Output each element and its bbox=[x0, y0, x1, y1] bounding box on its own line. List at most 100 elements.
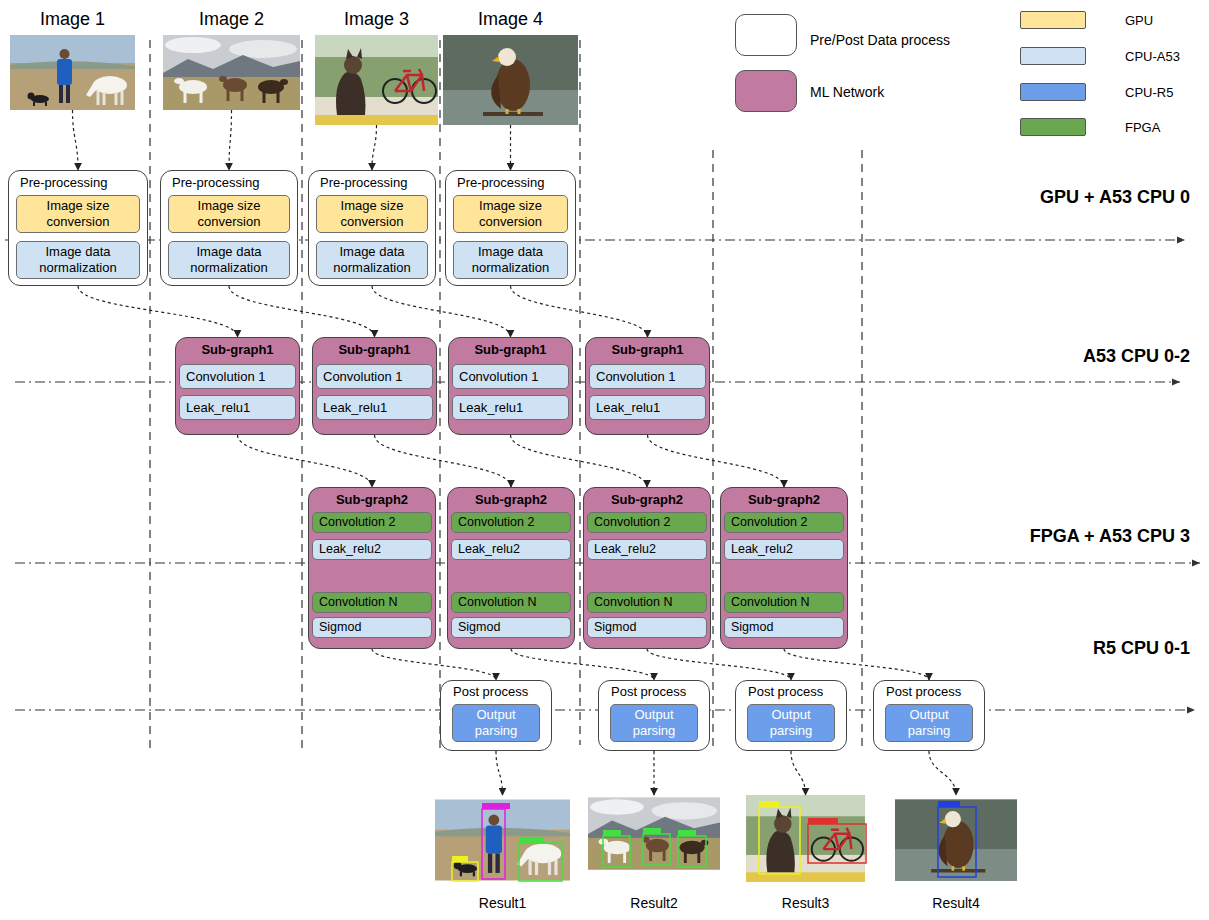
preprocess-box: Pre-processingImage size conversionImage… bbox=[8, 170, 148, 286]
bbox-tag bbox=[603, 830, 621, 836]
detection-boxes bbox=[452, 807, 976, 881]
result-photo bbox=[746, 795, 865, 882]
preprocess-box: Pre-processingImage size conversionImage… bbox=[160, 170, 298, 286]
lane-label: A53 CPU 0-2 bbox=[1083, 345, 1190, 367]
step-label: Image size conversion bbox=[23, 198, 133, 230]
cpu-layer: Leak_relu2 bbox=[312, 539, 432, 560]
bbox-tag bbox=[482, 803, 510, 809]
step-label: Leak_relu1 bbox=[186, 400, 250, 416]
bbox-tag bbox=[759, 801, 779, 807]
input-image: Image 2 bbox=[163, 8, 300, 110]
result-image: Result4 bbox=[895, 795, 1017, 912]
step-label: Image size conversion bbox=[175, 198, 283, 230]
postprocess-box: Post processOutput parsing bbox=[440, 680, 552, 751]
step-label: Leak_relu2 bbox=[594, 542, 656, 557]
step-label: Output parsing bbox=[754, 707, 828, 739]
step-label: Leak_relu2 bbox=[458, 542, 520, 557]
stage-dividers bbox=[150, 40, 862, 750]
dataflow-arrow bbox=[73, 110, 79, 170]
photo-slot bbox=[315, 35, 438, 125]
fpga-layer: Convolution 2 bbox=[587, 512, 707, 533]
step-label: Convolution 1 bbox=[459, 369, 539, 385]
step-label: Leak_relu2 bbox=[319, 542, 381, 557]
fpga-layer: Convolution N bbox=[587, 592, 707, 613]
dataflow-arrow bbox=[510, 125, 511, 170]
input-photo bbox=[315, 35, 438, 125]
cpu-layer: Leak_relu1 bbox=[316, 395, 433, 420]
gpu-step: Image size conversion bbox=[453, 195, 568, 233]
step-label: Image size conversion bbox=[460, 198, 561, 230]
legend-swatch bbox=[1020, 83, 1086, 101]
subgraph-box: Sub-graph2Convolution 2 Leak_relu2Convolu… bbox=[308, 487, 436, 649]
cpu-layer: Convolution 1 bbox=[316, 364, 433, 389]
bbox-tag bbox=[808, 818, 838, 824]
result-photo bbox=[588, 797, 720, 869]
dataflow-arrow bbox=[375, 435, 512, 487]
box-heading: Sub-graph2 bbox=[312, 491, 432, 508]
dataflow-arrow bbox=[238, 435, 373, 487]
stage-divider bbox=[301, 40, 302, 750]
dataflow-arrow bbox=[791, 751, 806, 795]
cpu-layer: Sigmod bbox=[724, 617, 844, 638]
step-label: Output parsing bbox=[617, 707, 691, 739]
photo-slot bbox=[743, 795, 868, 882]
legend-swatch bbox=[735, 14, 797, 56]
dataflow-arrow bbox=[784, 649, 929, 680]
image-caption: Result4 bbox=[895, 894, 1017, 912]
image-caption: Result2 bbox=[588, 894, 720, 912]
stage-divider bbox=[861, 150, 862, 750]
bbox bbox=[452, 862, 478, 881]
cpu-layer: Leak_relu2 bbox=[724, 539, 844, 560]
dataflow-arrow bbox=[496, 751, 503, 795]
bbox-tag bbox=[519, 837, 543, 843]
dataflow-arrow bbox=[229, 286, 375, 337]
photo-slot bbox=[163, 35, 300, 110]
r5-step: Output parsing bbox=[747, 704, 835, 742]
box-heading: Post process bbox=[607, 684, 701, 700]
box-heading: Sub-graph2 bbox=[451, 491, 571, 508]
photo-slot bbox=[435, 795, 570, 885]
step-label: Sigmod bbox=[594, 620, 636, 635]
result-image: Result1 bbox=[435, 795, 570, 912]
cpu-layer: Convolution 1 bbox=[179, 364, 296, 389]
image-caption: Image 2 bbox=[163, 8, 300, 30]
cpu-layer: Sigmod bbox=[312, 617, 432, 638]
bbox bbox=[519, 843, 562, 881]
gpu-step: Image size conversion bbox=[316, 195, 428, 233]
dataflow-arrow bbox=[511, 649, 654, 680]
bbox bbox=[603, 836, 630, 867]
box-heading: Sub-graph2 bbox=[587, 491, 707, 508]
fpga-layer: Convolution 2 bbox=[312, 512, 432, 533]
step-label: Convolution 1 bbox=[596, 369, 676, 385]
input-photo bbox=[10, 35, 135, 110]
bbox bbox=[759, 807, 800, 874]
postprocess-box: Post processOutput parsing bbox=[598, 680, 710, 751]
subgraph-box: Sub-graph2Convolution 2Leak_relu2Convolu… bbox=[447, 487, 575, 649]
dataflow-arrow bbox=[653, 751, 654, 795]
step-label: Convolution 2 bbox=[458, 515, 534, 530]
photo-slot bbox=[588, 795, 720, 872]
postprocess-box: Post processOutput parsing bbox=[873, 680, 985, 751]
step-label: Leak_relu1 bbox=[459, 400, 523, 416]
stage-divider bbox=[439, 40, 440, 750]
fpga-layer: Convolution N bbox=[312, 592, 432, 613]
bbox bbox=[482, 809, 505, 879]
cpu-layer: Convolution 1 bbox=[589, 364, 706, 389]
subgraph-box: Sub-graph2Convolution 2 Leak_relu2Convolu… bbox=[583, 487, 711, 649]
subgraph-box: Sub-graph2Convolution 2Leak_relu2Convolu… bbox=[720, 487, 848, 649]
legend-swatch bbox=[1020, 118, 1086, 136]
step-label: Convolution 1 bbox=[186, 369, 266, 385]
result-image: Result3 bbox=[743, 795, 868, 912]
legend-swatch bbox=[1020, 11, 1086, 29]
result-image: Result2 bbox=[588, 795, 720, 912]
result-photos bbox=[435, 795, 1017, 882]
bbox-tag bbox=[938, 801, 960, 807]
subgraph-box: Sub-graph1Convolution 1Leak_relu1 bbox=[175, 337, 300, 435]
step-label: Sigmod bbox=[731, 620, 773, 635]
subgraph-box: Sub-graph1Convolution 1Leak_relu1 bbox=[585, 337, 710, 435]
step-label: Convolution 2 bbox=[594, 515, 670, 530]
fpga-layer: Convolution 2 bbox=[451, 512, 571, 533]
step-label: Leak_relu2 bbox=[731, 542, 793, 557]
step-label: Image data normalization bbox=[23, 244, 133, 276]
